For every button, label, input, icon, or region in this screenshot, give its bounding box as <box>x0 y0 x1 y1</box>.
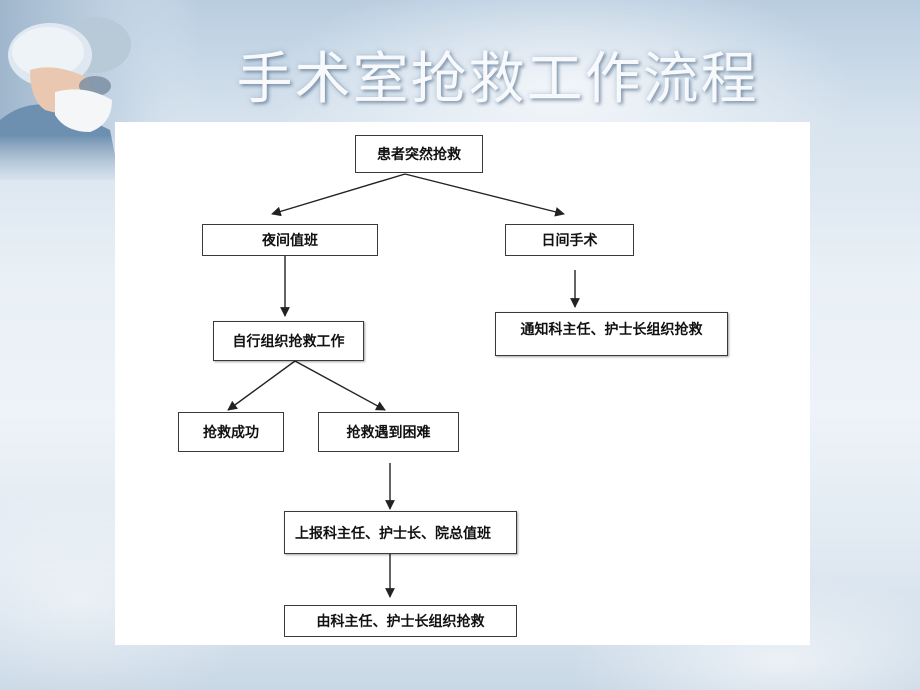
node-self-rescue: 自行组织抢救工作 <box>213 321 364 361</box>
surgeon-photo <box>0 0 200 180</box>
arrow-start-to-night <box>271 173 406 217</box>
flowchart-panel: 患者突然抢救 夜间值班 日间手术 自行组织抢救工作 通知科主任、护士长组织抢救 … <box>115 122 810 645</box>
arrow-start-to-day <box>404 173 565 217</box>
node-report: 上报科主任、护士长、院总值班 <box>284 511 517 554</box>
node-start: 患者突然抢救 <box>355 135 483 173</box>
node-day: 日间手术 <box>505 224 634 256</box>
node-difficulty: 抢救遇到困难 <box>318 412 459 452</box>
node-night: 夜间值班 <box>202 224 378 256</box>
arrow-self-rescue-to-difficulty <box>294 360 386 411</box>
node-organize: 由科主任、护士长组织抢救 <box>284 605 517 637</box>
arrow-self-rescue-to-success <box>227 360 296 411</box>
node-notify: 通知科主任、护士长组织抢救 <box>495 312 728 356</box>
slide-title: 手术室抢救工作流程 <box>236 47 759 112</box>
flowchart-arrows <box>227 173 580 598</box>
node-success: 抢救成功 <box>178 412 284 452</box>
